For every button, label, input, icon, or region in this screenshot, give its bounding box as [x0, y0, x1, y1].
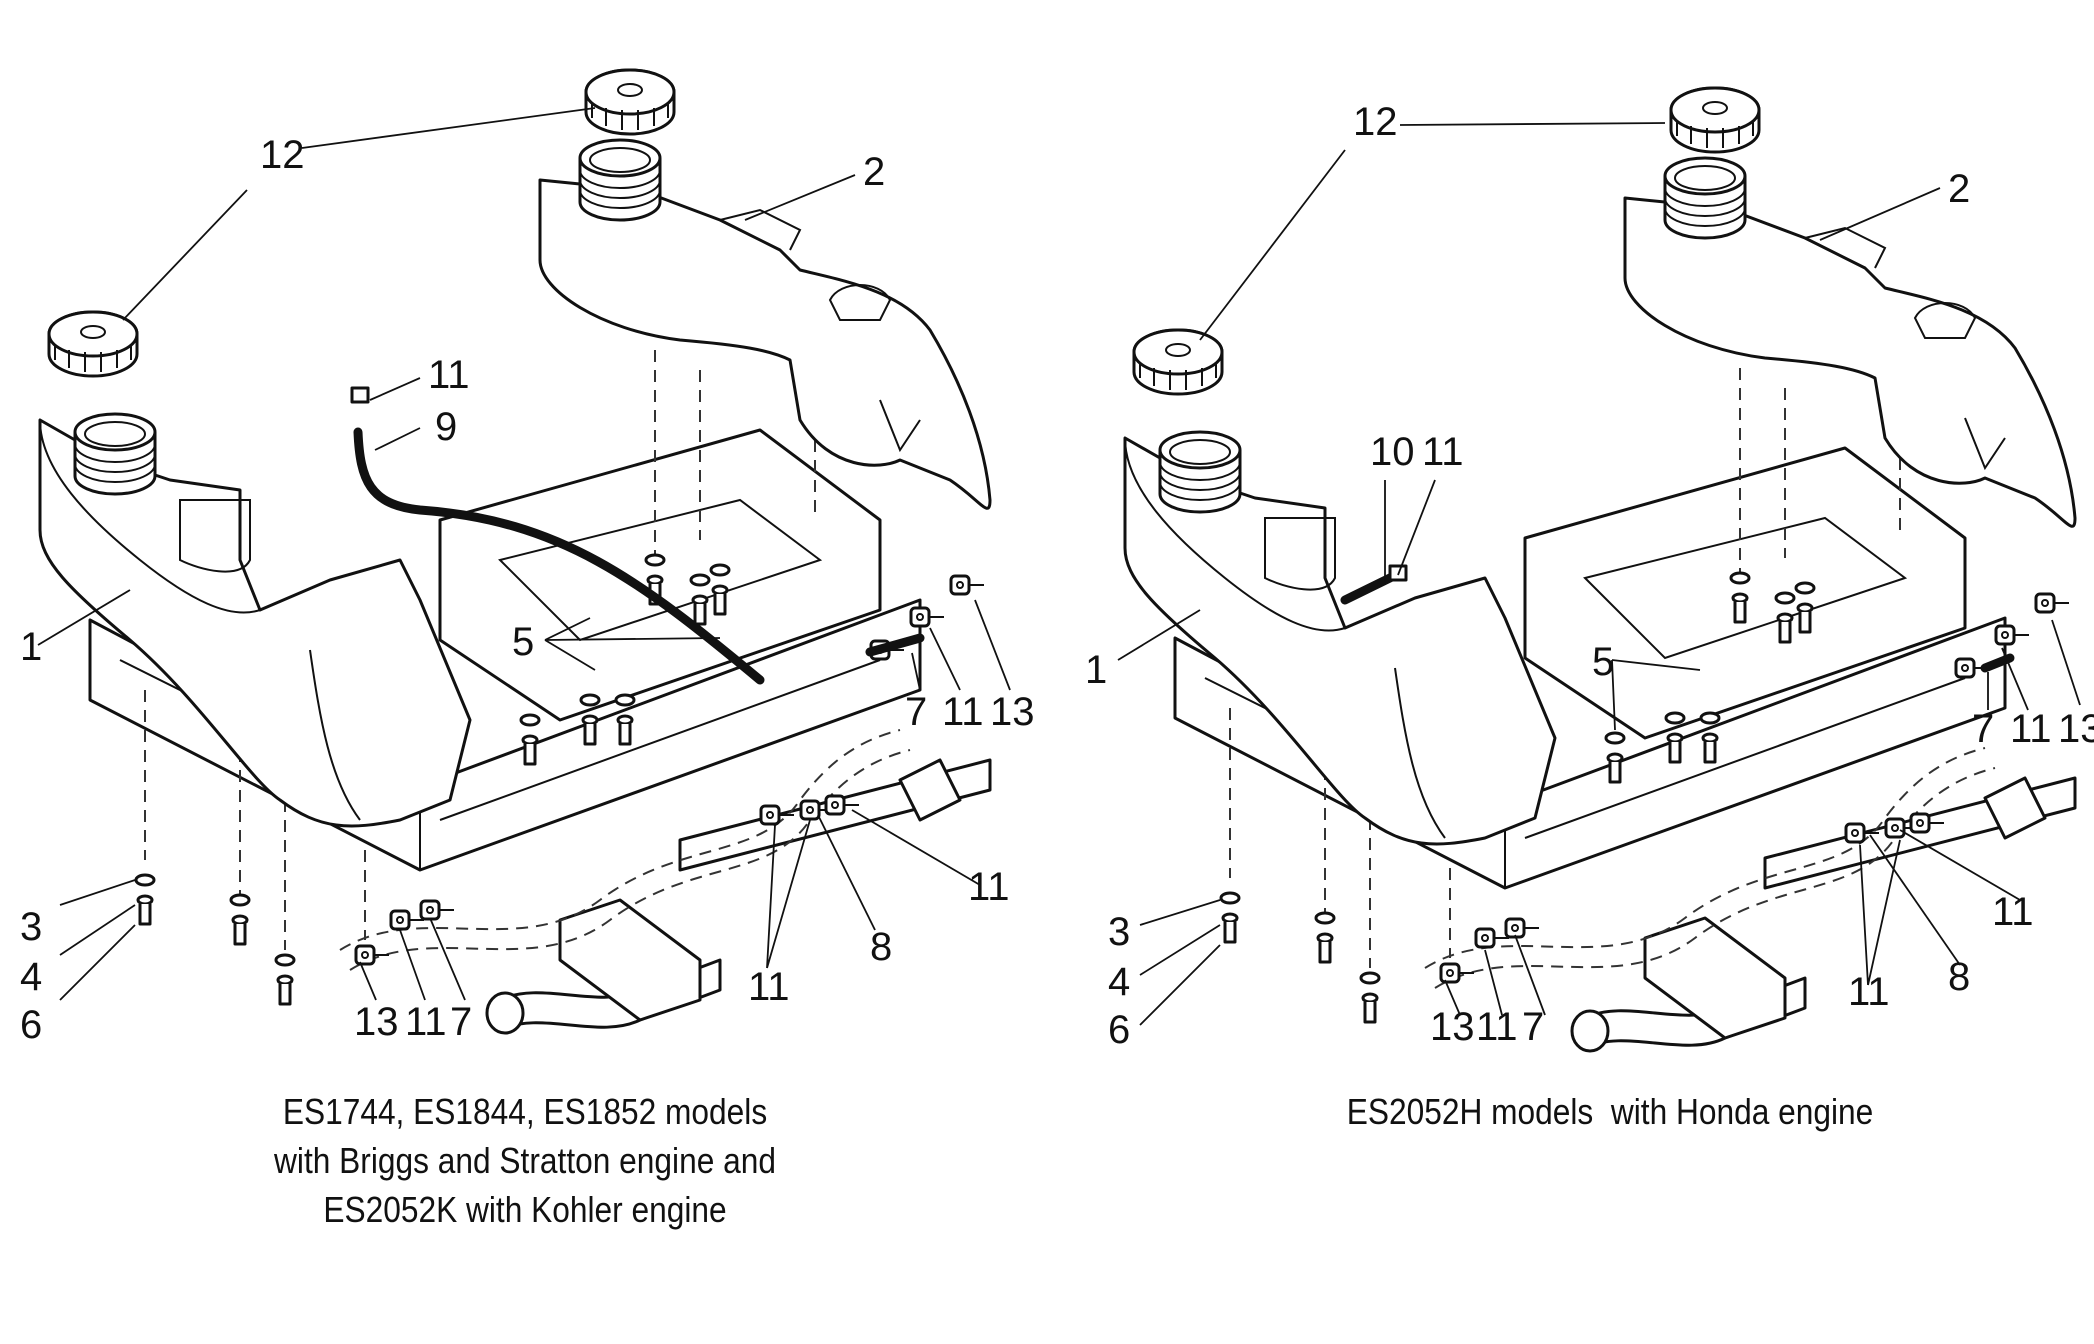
- callout-clamp-top: 11: [428, 353, 470, 397]
- callout-washer: 3: [1108, 910, 1130, 954]
- callout-valve-left: 13: [1430, 1005, 1475, 1049]
- callout-clamp-top: 11: [1422, 430, 1464, 474]
- callout-clamp-right: 11: [942, 690, 984, 734]
- callout-filter: 8: [870, 925, 892, 969]
- callout-bolt: 6: [20, 1003, 42, 1047]
- right-leader-lines: [1117, 122, 2081, 1026]
- callout-tank-left: 1: [20, 625, 42, 669]
- left-assembly-drawing: [37, 70, 1011, 1033]
- callout-valve-left: 13: [354, 1000, 399, 1044]
- callout-cap-upper: 12: [1353, 100, 1398, 144]
- callout-clamps-lower: 11: [1848, 970, 1890, 1014]
- callout-washer: 3: [20, 905, 42, 949]
- left-callout-labels: 12 2 11 9 1 5 7 11 13 11 8 11 3 4 6 13 1…: [20, 133, 1035, 1047]
- left-caption: ES1744, ES1844, ES1852 models with Brigg…: [261, 1087, 789, 1234]
- left-leader-lines: [37, 107, 1011, 1001]
- callout-grommet-left: 7: [1522, 1005, 1544, 1049]
- callout-filter: 8: [1948, 955, 1970, 999]
- callout-short-hose: 10: [1370, 430, 1415, 474]
- callout-grommet-right: 7: [905, 690, 927, 734]
- callout-lockwasher: 4: [1108, 960, 1130, 1004]
- callout-bolt: 6: [1108, 1008, 1130, 1052]
- callout-clamp-left: 11: [1476, 1005, 1518, 1049]
- right-caption: ES2052H models with Honda engine: [1258, 1087, 1962, 1136]
- right-caption-line: ES2052H models with Honda engine: [1346, 1091, 1874, 1132]
- callout-clamp-filter: 11: [1992, 890, 2034, 934]
- callout-valve-right: 13: [990, 690, 1035, 734]
- callout-clamp-left: 11: [405, 1000, 447, 1044]
- callout-cap-upper: 12: [260, 133, 305, 177]
- callout-valve-right: 13: [2058, 707, 2094, 751]
- callout-grommet-right: 7: [1972, 707, 1994, 751]
- callout-screws: 5: [1592, 640, 1614, 684]
- callout-clamps-lower: 11: [748, 965, 790, 1009]
- fuel-hose: [353, 427, 765, 685]
- callout-hose: 9: [435, 405, 457, 449]
- right-assembly-drawing: [1117, 88, 2081, 1051]
- callout-tank-left: 1: [1085, 648, 1107, 692]
- callout-screws: 5: [512, 620, 534, 664]
- callout-grommet-left: 7: [450, 1000, 472, 1044]
- left-caption-line: with Briggs and Stratton engine and: [274, 1140, 776, 1181]
- left-caption-line: ES2052K with Kohler engine: [323, 1189, 727, 1230]
- callout-tank-right: 2: [1948, 167, 1970, 211]
- callout-tank-right: 2: [863, 150, 885, 194]
- left-caption-line: ES1744, ES1844, ES1852 models: [282, 1091, 768, 1132]
- callout-lockwasher: 4: [20, 955, 42, 999]
- callout-clamp-right: 11: [2010, 707, 2052, 751]
- callout-clamp-filter: 11: [968, 865, 1010, 909]
- right-callout-labels: 12 2 12 10 11 1 5 7 11 13 11 8 11 3 4 6 …: [1085, 100, 2094, 1052]
